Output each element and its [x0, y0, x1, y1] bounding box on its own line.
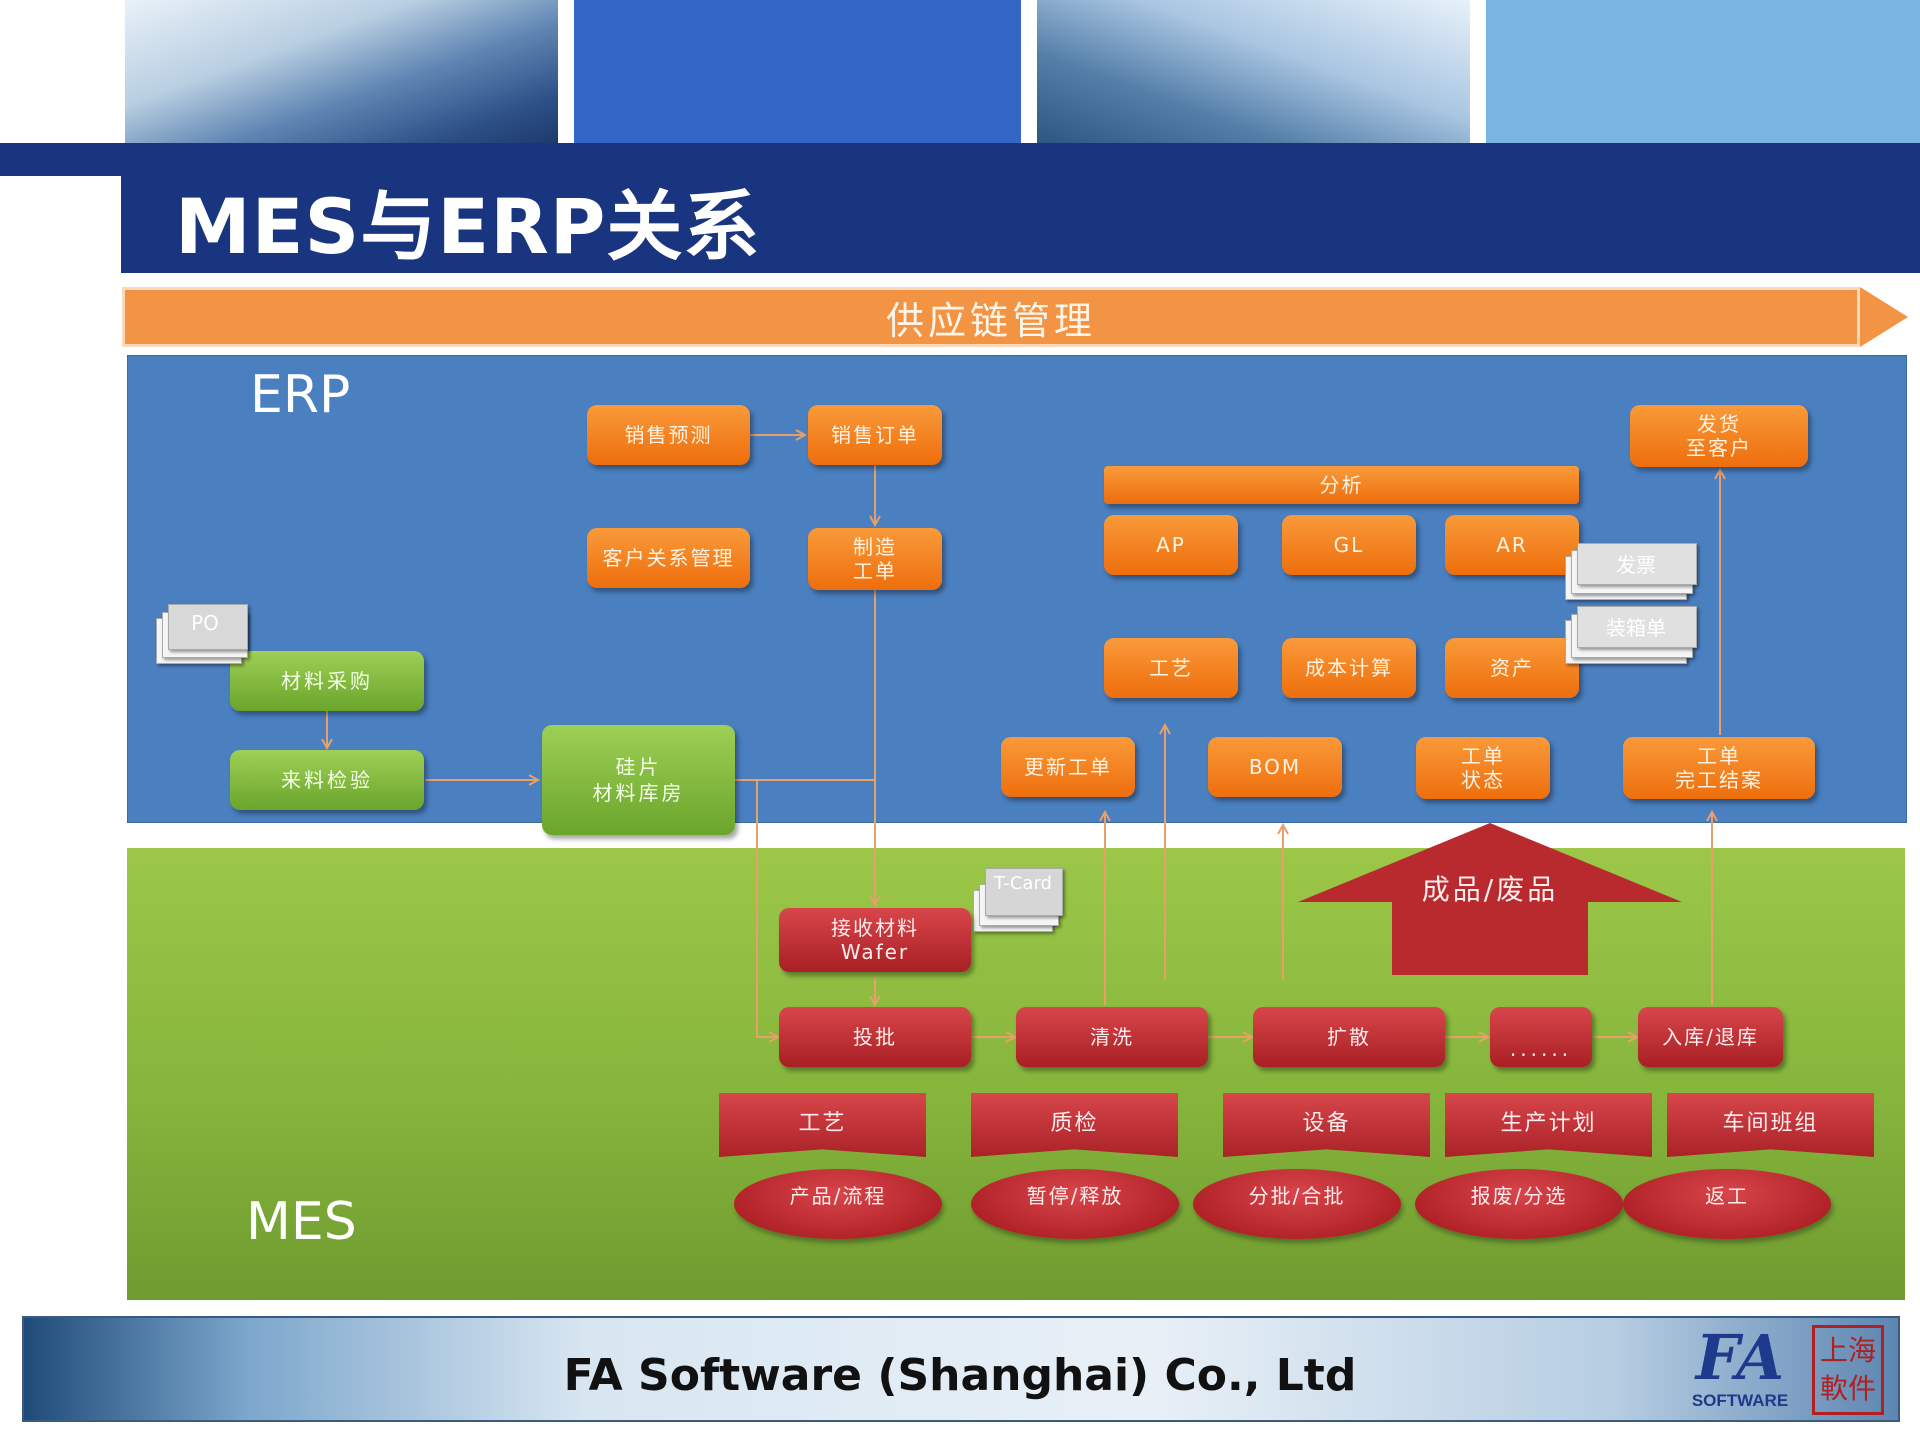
step-more-box: ...... — [1490, 1007, 1592, 1067]
warehouse-line2: 材料库房 — [592, 781, 685, 805]
oval-hold-release: 暂停/释放 — [971, 1169, 1179, 1239]
footer-company-name: FA Software (Shanghai) Co., Ltd — [563, 1350, 1357, 1401]
title-bar — [0, 143, 1920, 273]
header-photo-blue — [574, 0, 1021, 143]
receive-line2: Wafer — [840, 940, 910, 964]
ship-line1: 发货 — [1697, 412, 1741, 436]
finished-scrap-label: 成品/废品 — [1421, 873, 1559, 906]
mfg-order-box: 制造 工单 — [808, 528, 942, 590]
conn-warehouse-batch — [756, 780, 778, 1037]
invoice-doc-label: 发票 — [1616, 552, 1656, 577]
supply-chain-bar: 供应链管理 — [122, 287, 1860, 347]
mfg-order-line1: 制造 — [853, 535, 897, 559]
bom-box: BOM — [1208, 737, 1342, 797]
header-photo-hands — [125, 0, 558, 143]
supply-chain-arrowhead — [1860, 287, 1908, 347]
step-diffuse-box: 扩散 — [1253, 1007, 1445, 1067]
ship-line2: 至客户 — [1686, 436, 1752, 460]
header-photo-building — [1037, 0, 1470, 143]
wo-status-box: 工单 状态 — [1416, 737, 1550, 799]
wo-close-box: 工单 完工结案 — [1623, 737, 1815, 799]
crm-box: 客户关系管理 — [587, 528, 750, 588]
module-process-banner: 工艺 — [719, 1093, 926, 1157]
wo-status-line2: 状态 — [1461, 768, 1505, 792]
module-planning-banner: 生产计划 — [1445, 1093, 1652, 1157]
sales-order-box: 销售订单 — [808, 405, 942, 465]
step-batch-box: 投批 — [779, 1007, 971, 1067]
logo-mark: FA — [1695, 1321, 1785, 1394]
invoice-doc-icon — [1577, 543, 1697, 585]
incoming-inspection-box: 来料检验 — [230, 750, 424, 810]
step-clean-box: 清洗 — [1016, 1007, 1208, 1067]
po-doc-icon — [168, 604, 248, 650]
mfg-order-line2: 工单 — [853, 559, 897, 583]
sales-forecast-box: 销售预测 — [587, 405, 750, 465]
tcard-doc-label: T-Card — [994, 872, 1052, 894]
warehouse-line1: 硅片 — [615, 755, 662, 779]
wo-close-line2: 完工结案 — [1675, 768, 1763, 792]
wafer-warehouse-box: 硅片 材料库房 — [542, 725, 735, 835]
erp-label: ERP — [250, 365, 351, 425]
company-seal: 上海軟件 — [1812, 1325, 1884, 1415]
wo-close-line1: 工单 — [1697, 744, 1741, 768]
analysis-bar: 分析 — [1104, 466, 1579, 504]
footer-bar — [22, 1316, 1900, 1422]
tcard-doc-icon — [985, 868, 1063, 916]
gl-box: GL — [1282, 515, 1416, 575]
header-photo-sky — [1486, 0, 1920, 143]
packing-doc-icon — [1577, 606, 1697, 648]
ap-box: AP — [1104, 515, 1238, 575]
receive-material-box: 接收材料 Wafer — [779, 908, 971, 972]
oval-split-merge: 分批/合批 — [1193, 1169, 1401, 1239]
po-doc-label: PO — [191, 611, 219, 635]
update-wo-box: 更新工单 — [1001, 737, 1135, 797]
module-equipment-banner: 设备 — [1223, 1093, 1430, 1157]
oval-rework: 返工 — [1623, 1169, 1831, 1239]
fa-software-logo: FA SOFTWARE — [1685, 1325, 1795, 1415]
logo-subtext: SOFTWARE — [1691, 1391, 1789, 1410]
finished-scrap-arrow — [1298, 823, 1682, 975]
process-box: 工艺 — [1104, 638, 1238, 698]
seal-characters: 上海軟件 — [1819, 1334, 1876, 1405]
ar-box: AR — [1445, 515, 1579, 575]
oval-scrap-sort: 报废/分选 — [1415, 1169, 1623, 1239]
assets-box: 资产 — [1445, 638, 1579, 698]
ship-to-customer-box: 发货 至客户 — [1630, 405, 1808, 467]
module-qc-banner: 质检 — [971, 1093, 1178, 1157]
costing-box: 成本计算 — [1282, 638, 1416, 698]
wo-status-line1: 工单 — [1461, 744, 1505, 768]
material-purchase-box: 材料采购 — [230, 651, 424, 711]
receive-line1: 接收材料 — [831, 916, 919, 940]
packing-doc-label: 装箱单 — [1606, 615, 1666, 640]
oval-product-flow: 产品/流程 — [734, 1169, 942, 1239]
module-workshop-banner: 车间班组 — [1667, 1093, 1874, 1157]
step-stock-box: 入库/退库 — [1638, 1007, 1783, 1067]
mes-label: MES — [246, 1192, 357, 1252]
slide-title: MES与ERP关系 — [175, 182, 761, 271]
title-bar-notch — [0, 176, 121, 273]
